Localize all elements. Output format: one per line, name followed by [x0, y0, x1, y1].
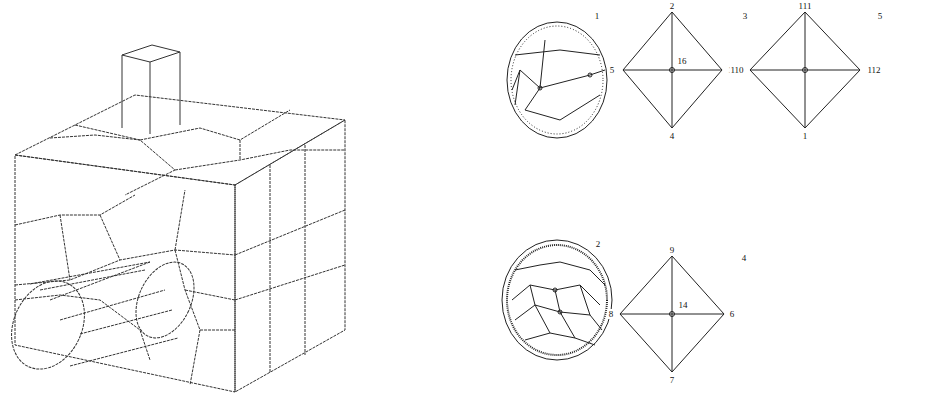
panel-number: 5 [877, 11, 884, 21]
graph-drawings [502, 12, 860, 372]
vertex-number: 7 [669, 375, 676, 385]
vertex-number: 4 [669, 131, 676, 141]
vertex-number: 14 [678, 300, 689, 310]
vertex-number: 16 [677, 56, 688, 66]
solid-mesh [0, 45, 345, 392]
vertex-number: 5 [609, 65, 616, 75]
vertex-number: 8 [608, 309, 615, 319]
panel-number: 2 [595, 239, 602, 249]
panel-number: 3 [742, 11, 749, 21]
vertex-number: 110 [729, 65, 744, 75]
vertex-number: 1 [802, 131, 809, 141]
vertex-number: 111 [798, 1, 813, 11]
vertex-number: 6 [729, 309, 736, 319]
vertex-number: 2 [669, 1, 676, 11]
vertex-number: 112 [866, 65, 881, 75]
panel-number: 4 [741, 253, 748, 263]
panel-number: 1 [594, 11, 601, 21]
vertex-number: 9 [669, 245, 676, 255]
